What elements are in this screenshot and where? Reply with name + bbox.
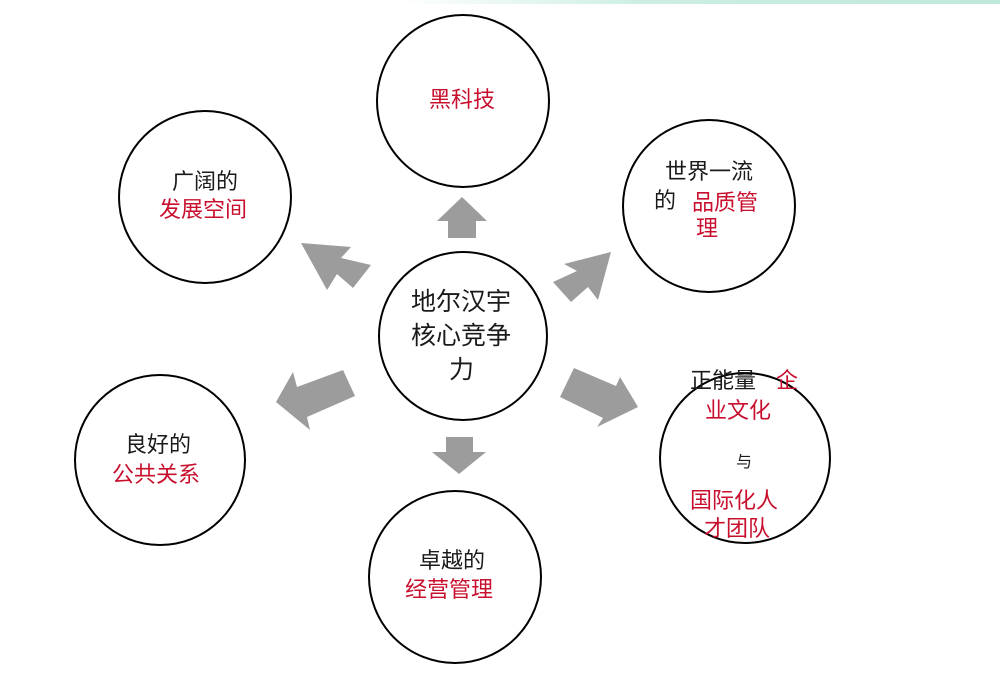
arrow-lower-right <box>560 368 638 427</box>
node-culture-team-line1b: 企 <box>776 369 799 394</box>
node-public-relations-line1: 良好的 <box>125 433 192 458</box>
center-label-line3: 力 <box>449 355 475 384</box>
arrow-up <box>437 197 487 238</box>
node-operation-management <box>368 490 542 664</box>
node-quality-management-line3: 理 <box>696 217 719 242</box>
center-node <box>378 251 548 421</box>
node-culture-team-line3: 国际化人 <box>690 489 779 514</box>
arrow-down <box>432 437 486 474</box>
node-culture-team-line2: 业文化 <box>705 399 772 424</box>
node-quality-management-line1: 世界一流 <box>665 160 754 185</box>
node-development-space-line1: 广阔的 <box>172 170 239 195</box>
center-label-line2: 核心竞争 <box>411 321 512 350</box>
node-development-space <box>118 110 292 284</box>
arrow-upper-left <box>301 243 371 290</box>
node-black-tech <box>376 14 550 188</box>
arrow-upper-right <box>553 252 611 302</box>
node-operation-management-line1: 卓越的 <box>419 549 486 574</box>
node-quality-management-line2a: 的 <box>654 189 677 214</box>
center-label-line1: 地尔汉宇 <box>411 287 512 316</box>
top-accent-bar <box>400 0 1000 4</box>
node-black-tech-label: 黑科技 <box>429 88 496 113</box>
node-culture-team-line4: 才团队 <box>704 517 771 542</box>
node-development-space-line2: 发展空间 <box>159 198 248 223</box>
node-public-relations-line2: 公共关系 <box>112 463 201 488</box>
node-culture-team <box>659 372 831 544</box>
node-operation-management-line2: 经营管理 <box>405 578 494 603</box>
node-quality-management-line2b: 品质管 <box>692 191 759 216</box>
node-public-relations <box>74 374 246 546</box>
arrow-lower-left <box>276 370 355 430</box>
node-quality-management <box>622 119 796 293</box>
node-culture-team-and: 与 <box>736 452 753 471</box>
node-culture-team-line1a: 正能量 <box>690 369 757 394</box>
